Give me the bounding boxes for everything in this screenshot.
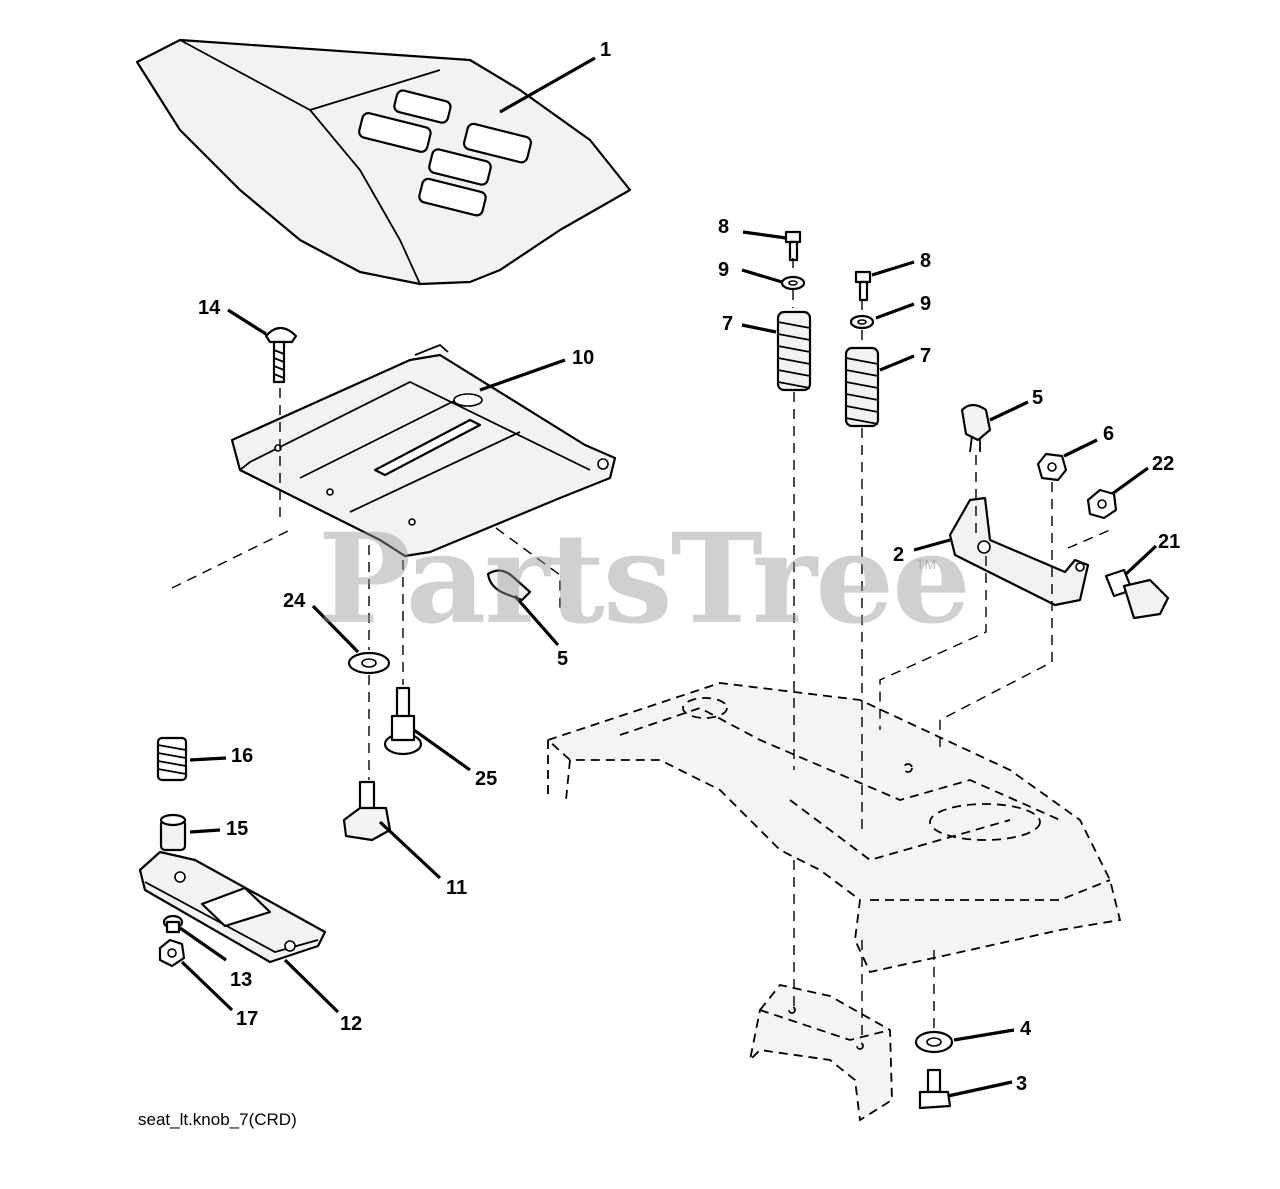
callout-9-left: 9 <box>718 259 729 281</box>
shoulder-bolt-part <box>383 686 423 756</box>
spring-part-7-right <box>844 346 880 428</box>
alignment-lines <box>171 258 1111 1040</box>
bolt-part-8-right <box>854 270 872 302</box>
seat-pan-part <box>230 343 617 558</box>
bracket-part-2 <box>948 496 1090 607</box>
diagram-caption: seat_lt.knob_7(CRD) <box>138 1110 297 1129</box>
callout-21: 21 <box>1158 531 1180 553</box>
clip-part-left <box>486 569 532 602</box>
callout-13: 13 <box>230 969 252 991</box>
spring-part-16 <box>156 736 188 782</box>
callout-22: 22 <box>1152 453 1174 475</box>
shoulder-bolt-part-21 <box>1104 568 1170 620</box>
callout-14: 14 <box>198 297 221 319</box>
watermark-logo: PartsTree <box>318 507 971 652</box>
callout-6: 6 <box>1103 423 1114 445</box>
callout-labels: 1 14 10 5 24 25 16 15 11 13 12 17 8 9 7 … <box>198 39 1180 1095</box>
lower-mount-ghost <box>748 984 893 1122</box>
nut-part-6 <box>1036 452 1068 482</box>
callout-4: 4 <box>1020 1018 1032 1040</box>
slide-bracket-part <box>138 850 327 964</box>
bolt-part-3 <box>918 1068 952 1110</box>
washer-part-24 <box>347 651 391 675</box>
callout-10: 10 <box>572 347 594 369</box>
frame-fender-ghost <box>546 682 1122 974</box>
callout-11: 11 <box>446 877 467 899</box>
callout-3: 3 <box>1016 1073 1027 1095</box>
clip-part-right <box>960 403 992 453</box>
callout-2: 2 <box>893 544 904 566</box>
washer-part-4 <box>914 1030 954 1054</box>
seat-part <box>135 38 632 286</box>
callout-7-left: 7 <box>722 313 733 335</box>
watermark-trademark: TM <box>916 556 937 572</box>
carriage-bolt-part <box>264 326 298 384</box>
callout-15: 15 <box>226 818 248 840</box>
callout-5-right: 5 <box>1032 387 1043 409</box>
callout-12: 12 <box>340 1013 362 1035</box>
bolt-part-8-left <box>784 230 802 262</box>
washer-part-9-left <box>780 275 806 291</box>
callout-1: 1 <box>600 39 611 61</box>
callout-5-left: 5 <box>557 648 568 670</box>
callout-7-right: 7 <box>920 345 931 367</box>
bolt-part-13 <box>162 914 184 934</box>
callout-17: 17 <box>236 1008 258 1030</box>
washer-part-9-right <box>849 314 875 330</box>
spring-part-7-left <box>776 310 812 392</box>
nut-part-22 <box>1086 488 1118 520</box>
callout-8-right: 8 <box>920 250 931 272</box>
callout-24: 24 <box>283 590 306 612</box>
callout-16: 16 <box>231 745 253 767</box>
callout-25: 25 <box>475 768 497 790</box>
nut-part-17 <box>158 938 186 968</box>
leader-lines <box>179 56 1158 1098</box>
knob-part-11 <box>342 780 392 842</box>
callout-8-left: 8 <box>718 216 729 238</box>
spacer-part-15 <box>159 813 187 852</box>
callout-9-right: 9 <box>920 293 931 315</box>
